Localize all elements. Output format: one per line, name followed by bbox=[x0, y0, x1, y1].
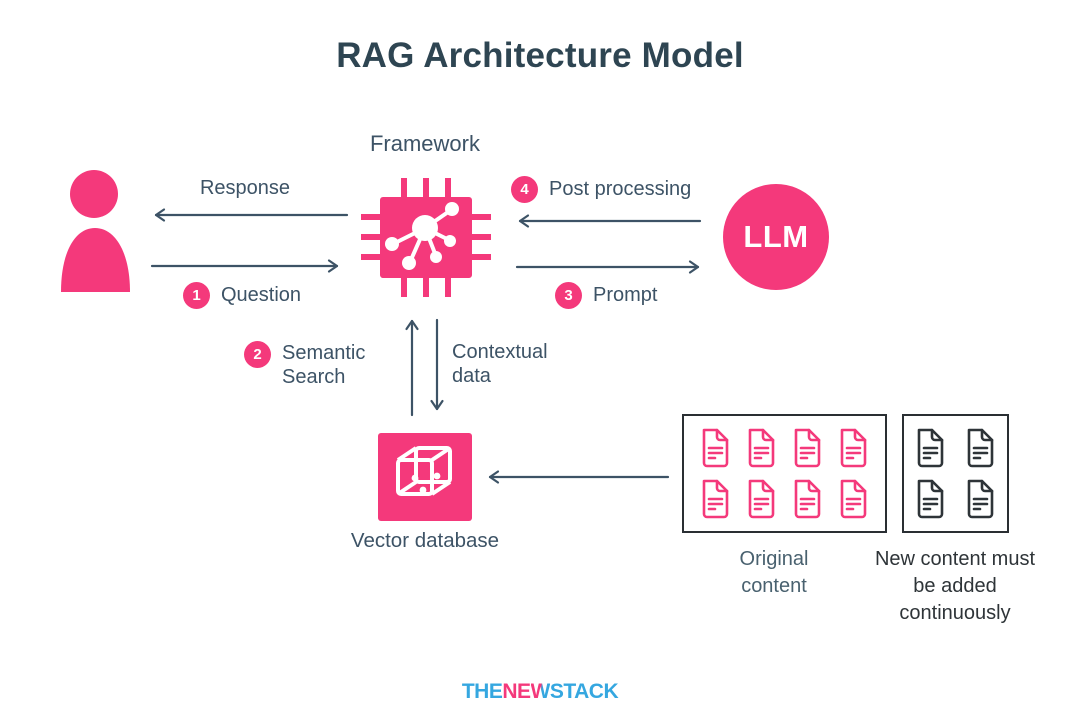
question-label: Question bbox=[221, 284, 302, 306]
semantic-search-label: Semantic Search bbox=[282, 342, 366, 388]
document-icon bbox=[967, 479, 994, 519]
prompt-label-row: 3 Prompt bbox=[555, 282, 657, 309]
document-icon bbox=[702, 428, 729, 468]
document-icon bbox=[794, 479, 821, 519]
chip-network-icon bbox=[361, 178, 491, 297]
semantic-search-label-row: 2 Semantic Search bbox=[244, 341, 387, 389]
document-icon bbox=[748, 428, 775, 468]
llm-label: LLM bbox=[743, 219, 809, 254]
document-icon bbox=[840, 428, 867, 468]
new-content-label: New content must be added continuously bbox=[874, 548, 1036, 624]
vector-db-node bbox=[378, 433, 472, 521]
new-content-box bbox=[902, 414, 1009, 533]
contextual-data-label: Contextual data bbox=[452, 341, 548, 387]
logo-segment-the: THE bbox=[461, 680, 503, 703]
document-icon bbox=[748, 479, 775, 519]
document-icon bbox=[702, 479, 729, 519]
logo-segment-w: W bbox=[530, 680, 551, 703]
step-badge-4: 4 bbox=[511, 176, 538, 203]
llm-node: LLM bbox=[723, 184, 829, 290]
step-badge-2: 2 bbox=[244, 341, 271, 368]
logo-segment-stack: STACK bbox=[549, 680, 619, 703]
original-content-label: Original content bbox=[739, 548, 809, 597]
vector-db-label: Vector database bbox=[350, 529, 500, 552]
person-icon bbox=[61, 170, 130, 292]
page-title: RAG Architecture Model bbox=[336, 36, 744, 75]
document-icon bbox=[917, 479, 944, 519]
step-badge-3: 3 bbox=[555, 282, 582, 309]
framework-label: Framework bbox=[369, 131, 480, 156]
logo-segment-ne: NE bbox=[502, 680, 531, 703]
thenewstack-logo: THENEWSTACK bbox=[0, 680, 1080, 704]
document-icon bbox=[840, 479, 867, 519]
prompt-label: Prompt bbox=[593, 284, 658, 306]
response-label: Response bbox=[199, 177, 291, 199]
original-content-box bbox=[682, 414, 887, 533]
document-icon bbox=[794, 428, 821, 468]
document-icon bbox=[917, 428, 944, 468]
post-processing-label-row: 4 Post processing bbox=[511, 176, 691, 203]
document-icon bbox=[967, 428, 994, 468]
cube-icon bbox=[396, 446, 452, 496]
question-label-row: 1 Question bbox=[183, 282, 301, 309]
step-badge-1: 1 bbox=[183, 282, 210, 309]
post-processing-label: Post processing bbox=[549, 178, 692, 200]
